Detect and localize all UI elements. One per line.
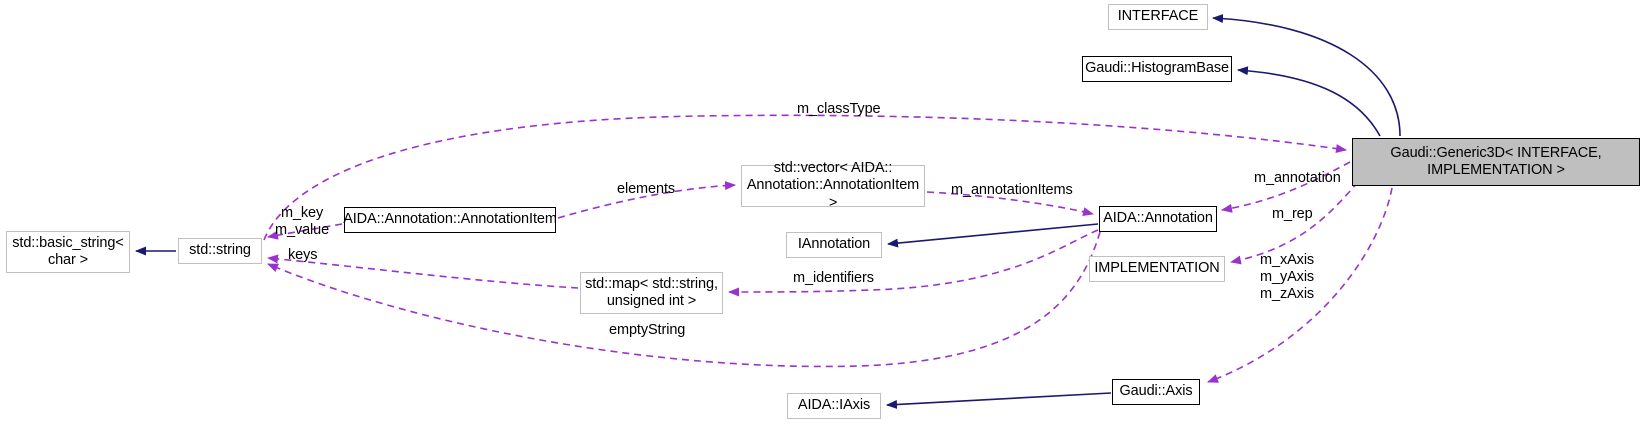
- edge-label-keys: keys: [288, 247, 318, 263]
- edge-interface-generic3d: [1212, 14, 1401, 137]
- edge-label-elements: elements: [617, 181, 676, 197]
- node-std-map-string-unsigned-int[interactable]: std::map< std::string, unsigned int >: [580, 272, 723, 314]
- node-aida-iaxis[interactable]: AIDA::IAxis: [787, 393, 881, 419]
- node-std-vector-annotationitem[interactable]: std::vector< AIDA:: Annotation::Annotati…: [741, 160, 925, 211]
- edge-label-m-identifiers: m_identifiers: [793, 270, 874, 286]
- edge-iaxis-axis: [886, 392, 1112, 409]
- usage-edges: [263, 114, 1393, 383]
- edge-usage-elements: [557, 181, 736, 219]
- edge-label-emptystring: emptyString: [609, 322, 686, 338]
- edge-label-m-key-m-value: m_key m_value: [275, 205, 330, 239]
- edge-iannotation-annotation: [887, 223, 1099, 248]
- edge-usage-m-identifiers: [728, 229, 1099, 297]
- edge-usage-m-classtype: [263, 114, 1347, 241]
- edge-usage-m-axes: [1207, 187, 1393, 383]
- node-gaudi-axis[interactable]: Gaudi::Axis: [1112, 379, 1200, 405]
- edge-label-m-axes: m_xAxis m_yAxis m_zAxis: [1260, 252, 1315, 303]
- node-implementation[interactable]: IMPLEMENTATION: [1089, 256, 1225, 282]
- edge-label-m-rep: m_rep: [1272, 206, 1313, 222]
- edge-label-m-annotation: m_annotation: [1254, 170, 1341, 186]
- node-gaudi-histogrambase[interactable]: Gaudi::HistogramBase: [1082, 56, 1232, 82]
- edge-label-m-classtype: m_classType: [797, 101, 881, 117]
- node-aida-annotation-annotationitem[interactable]: AIDA::Annotation::AnnotationItem: [343, 207, 557, 233]
- edge-usage-m-key-m-value: [267, 223, 343, 240]
- node-std-string[interactable]: std::string: [178, 238, 262, 264]
- edge-usage-emptystring: [267, 231, 1101, 368]
- node-std-basic-string[interactable]: std::basic_string< char >: [6, 231, 130, 273]
- edge-usage-m-rep: [1230, 181, 1359, 265]
- edge-label-m-annotationitems: m_annotationItems: [951, 182, 1073, 198]
- node-interface[interactable]: INTERFACE: [1108, 4, 1208, 30]
- edge-usage-m-annotationitems: [926, 191, 1094, 217]
- node-aida-annotation[interactable]: AIDA::Annotation: [1099, 206, 1217, 232]
- node-iannotation[interactable]: IAnnotation: [786, 232, 882, 258]
- node-gaudi-generic3d[interactable]: Gaudi::Generic3D< INTERFACE, IMPLEMENTAT…: [1352, 138, 1640, 186]
- inheritance-edges: [135, 14, 1401, 409]
- edge-histogrambase-generic3d: [1237, 66, 1381, 137]
- edge-usage-keys: [267, 254, 579, 289]
